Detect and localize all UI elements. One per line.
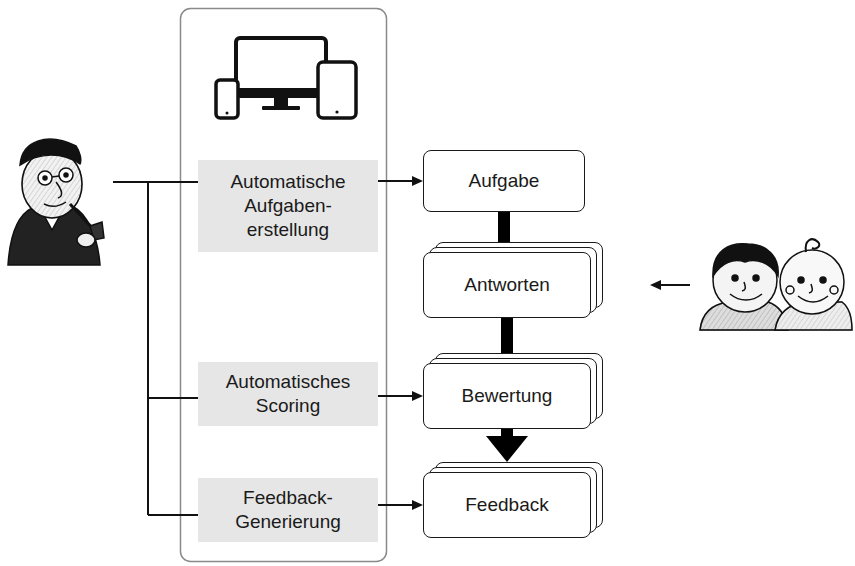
teacher-bracket — [113, 182, 198, 515]
step-box: Bewertung — [423, 363, 591, 429]
flow-arrow — [378, 504, 412, 506]
step-box: Feedback — [423, 472, 591, 538]
flow-bar — [501, 318, 513, 353]
flow-bar — [498, 212, 510, 242]
node-text: Feedback — [465, 493, 548, 517]
step-box: Antworten — [423, 252, 591, 318]
node-text: Bewertung — [462, 384, 553, 408]
node-text: Automatische Aufgaben- erstellung — [209, 170, 367, 241]
process-label: Automatisches Scoring — [198, 362, 378, 426]
pupils-arrow — [650, 280, 690, 290]
process-label: Automatische Aufgaben- erstellung — [198, 160, 378, 252]
flow-bar — [501, 429, 513, 436]
process-label: Feedback- Generierung — [198, 478, 378, 542]
node-text: Feedback- Generierung — [209, 486, 367, 534]
system-panel — [181, 9, 387, 562]
pupils-figure — [700, 239, 852, 330]
step-box: Aufgabe — [423, 150, 585, 212]
devices-icon — [216, 38, 356, 118]
teacher-figure — [8, 139, 104, 265]
flow-arrow — [378, 180, 412, 182]
node-text: Antworten — [464, 273, 550, 297]
node-text: Aufgabe — [469, 169, 540, 193]
node-text: Automatisches Scoring — [209, 370, 367, 418]
flow-arrow — [378, 395, 412, 397]
